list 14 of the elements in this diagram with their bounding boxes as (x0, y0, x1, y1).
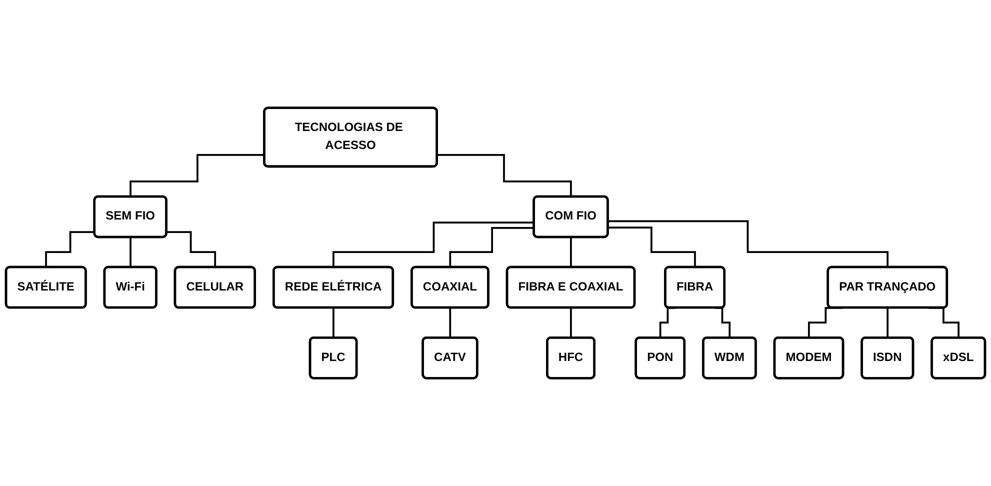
connector (130, 154, 265, 198)
connector (437, 154, 572, 198)
connector (449, 226, 534, 268)
connector (570, 307, 572, 339)
connector (45, 231, 95, 268)
connector (570, 236, 572, 268)
connector (130, 236, 132, 268)
connector (332, 307, 335, 339)
connector (886, 307, 889, 339)
connector (449, 307, 452, 339)
connector (608, 226, 696, 268)
connector (608, 220, 889, 268)
connector (166, 231, 216, 268)
connector (332, 222, 534, 268)
